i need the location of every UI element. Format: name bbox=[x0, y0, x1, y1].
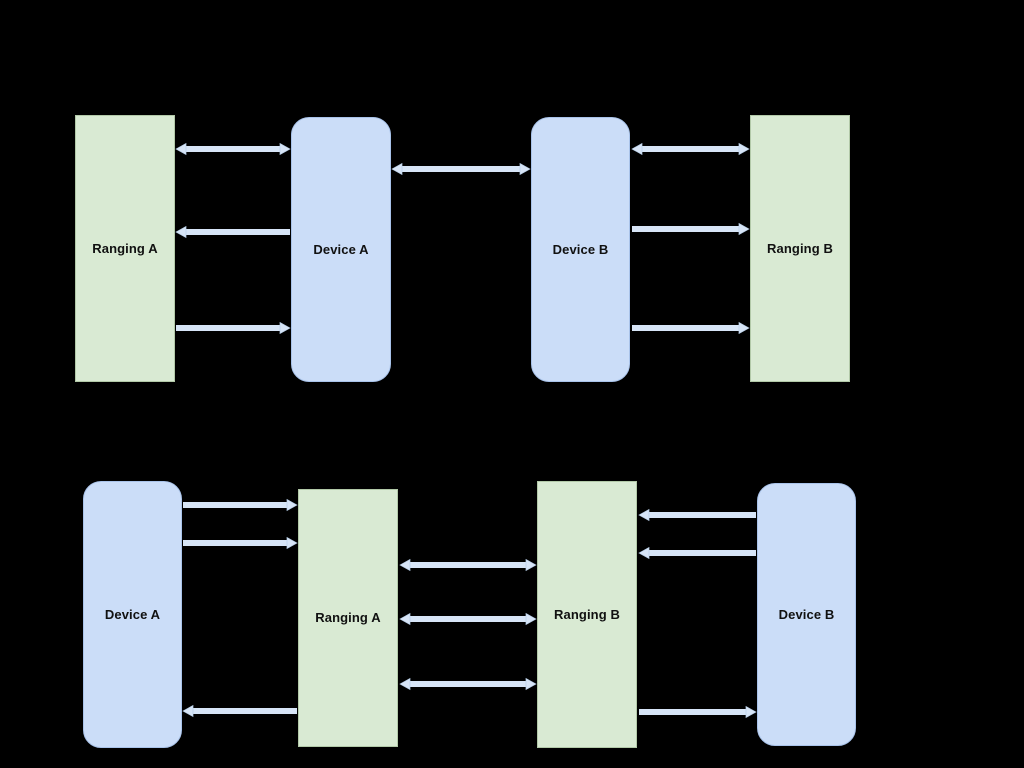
edge-both-arrow bbox=[386, 672, 550, 696]
node-label: Device A bbox=[313, 241, 369, 257]
edge-left-arrow bbox=[625, 503, 770, 527]
edge-left-arrow bbox=[625, 541, 770, 565]
node-bot-ranging-a[interactable]: Ranging A bbox=[298, 489, 398, 747]
node-label: Ranging A bbox=[315, 610, 381, 626]
edge-right-arrow bbox=[625, 700, 770, 724]
node-bot-device-a[interactable]: Device A bbox=[83, 481, 182, 748]
edge-right-arrow bbox=[618, 316, 763, 340]
edge-left-arrow bbox=[169, 699, 311, 723]
edge-both-arrow bbox=[386, 607, 550, 631]
node-label: Device B bbox=[778, 606, 835, 622]
node-label: Ranging B bbox=[554, 606, 620, 622]
edge-left-arrow bbox=[162, 220, 304, 244]
node-top-device-a[interactable]: Device A bbox=[291, 117, 391, 382]
node-label: Ranging A bbox=[92, 240, 158, 256]
node-top-ranging-b[interactable]: Ranging B bbox=[750, 115, 850, 382]
edge-both-arrow bbox=[386, 553, 550, 577]
edge-both-arrow bbox=[162, 137, 304, 161]
edge-both-arrow bbox=[618, 137, 763, 161]
edge-right-arrow bbox=[162, 316, 304, 340]
node-top-device-b[interactable]: Device B bbox=[531, 117, 630, 382]
edge-right-arrow bbox=[618, 217, 763, 241]
node-bot-device-b[interactable]: Device B bbox=[757, 483, 856, 746]
edge-right-arrow bbox=[169, 531, 311, 555]
node-label: Device B bbox=[552, 241, 609, 257]
node-bot-ranging-b[interactable]: Ranging B bbox=[537, 481, 637, 748]
node-label: Device A bbox=[104, 606, 161, 622]
edge-both-arrow bbox=[378, 157, 544, 181]
edge-right-arrow bbox=[169, 493, 311, 517]
node-label: Ranging B bbox=[767, 240, 833, 256]
node-top-ranging-a[interactable]: Ranging A bbox=[75, 115, 175, 382]
